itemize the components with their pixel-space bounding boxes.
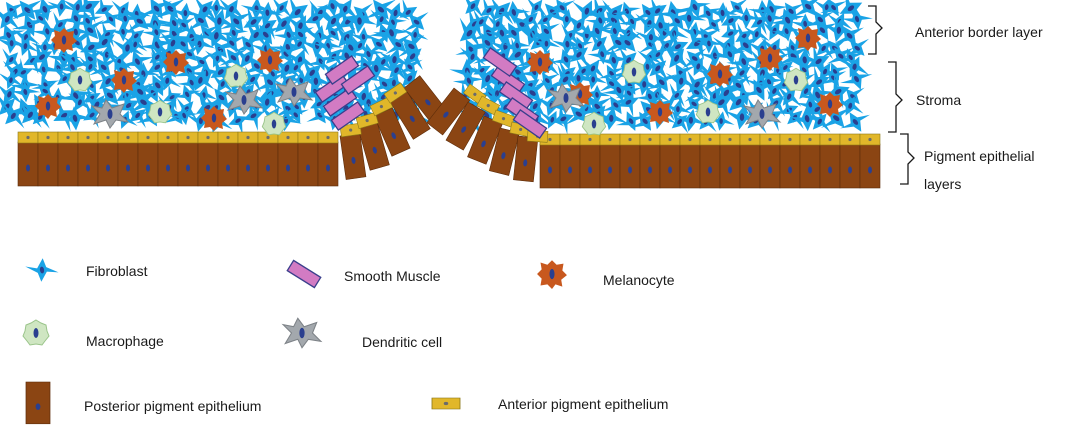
posterior-epithelium-cell — [57, 141, 79, 187]
posterior-epithelium-cell — [317, 141, 339, 187]
posterior-epithelium-cell — [217, 141, 239, 187]
posterior-epithelium-cell — [257, 141, 279, 187]
anterior-epithelium-cell — [659, 133, 681, 146]
anterior-epithelium-cell — [699, 133, 721, 146]
posterior-epithelium-cell — [157, 141, 179, 187]
posterior-epithelium-cell — [619, 143, 641, 189]
posterior-pigment-epithelium-legend-label: Posterior pigment epithelium — [84, 398, 262, 414]
anterior-epithelium-cell — [839, 133, 861, 146]
smooth-muscle-legend-icon — [286, 259, 322, 289]
anterior-epithelium-cell — [97, 131, 119, 144]
anterior-epithelium-cell — [599, 133, 621, 146]
fibroblast-legend-icon — [24, 256, 60, 284]
posterior-epithelium-cell — [117, 141, 139, 187]
right-iris-tissue — [426, 0, 881, 189]
anterior-epithelium-cell — [679, 133, 701, 146]
melanocyte-cell — [51, 28, 77, 53]
fibroblast-legend-label: Fibroblast — [86, 263, 148, 279]
anterior-epithelium-cell — [619, 133, 641, 146]
anterior-epithelium-cell — [759, 133, 781, 146]
anterior-epithelium-cell — [559, 133, 581, 146]
posterior-epithelium-cell — [579, 143, 601, 189]
melanocyte-legend-label: Melanocyte — [603, 272, 675, 288]
posterior-epithelium-cell — [799, 143, 821, 189]
dendritic-cell-legend-label: Dendritic cell — [362, 334, 443, 350]
pigment-epithelial-label-line1: Pigment epithelial — [924, 148, 1035, 164]
posterior-epithelium-cell — [859, 143, 881, 189]
anterior-epithelium-cell — [297, 131, 319, 144]
posterior-epithelium-cell — [719, 143, 741, 189]
anterior-epithelium-cell — [739, 133, 761, 146]
posterior-epithelium-cell — [779, 143, 801, 189]
anterior-border-brace — [868, 5, 883, 55]
melanocyte-legend-icon — [537, 260, 567, 289]
anterior-epithelium-cell — [859, 133, 881, 146]
anterior-epithelium-cell — [819, 133, 841, 146]
posterior-epithelium-cell — [197, 141, 219, 187]
anterior-epithelium-cell — [197, 131, 219, 144]
macrophage-legend-label: Macrophage — [86, 333, 164, 349]
anterior-epithelium-cell — [77, 131, 99, 144]
anterior-epithelium-cell — [799, 133, 821, 146]
posterior-epithelium-cell — [297, 141, 319, 187]
posterior-epithelium-cell — [277, 141, 299, 187]
anterior-pigment-epithelium-legend-label: Anterior pigment epithelium — [498, 396, 669, 412]
posterior-epithelium-cell — [699, 143, 721, 189]
anterior-pigment-epithelium-legend-icon — [431, 397, 461, 410]
anterior-border-layer-label: Anterior border layer — [915, 24, 1043, 40]
anterior-epithelium-cell — [157, 131, 179, 144]
left-iris-tissue — [0, 0, 448, 187]
posterior-pigment-epithelium-legend-icon — [25, 381, 51, 425]
anterior-epithelium-cell — [719, 133, 741, 146]
posterior-epithelium-cell — [77, 141, 99, 187]
posterior-epithelium-cell — [639, 143, 661, 189]
anterior-epithelium-cell — [17, 131, 39, 144]
anterior-epithelium-cell — [217, 131, 239, 144]
posterior-epithelium-cell — [559, 143, 581, 189]
anterior-epithelium-cell — [779, 133, 801, 146]
stroma-brace — [888, 61, 903, 133]
anterior-epithelium-cell — [177, 131, 199, 144]
macrophage-legend-icon — [22, 319, 50, 346]
posterior-epithelium-cell — [512, 135, 539, 183]
posterior-epithelium-cell — [37, 141, 59, 187]
posterior-epithelium-cell — [177, 141, 199, 187]
stroma-label: Stroma — [916, 92, 962, 108]
anterior-epithelium-cell — [237, 131, 259, 144]
posterior-epithelium-cell — [739, 143, 761, 189]
anterior-epithelium-cell — [579, 133, 601, 146]
dendritic-cell-legend-icon — [282, 317, 322, 349]
posterior-epithelium-cell — [97, 141, 119, 187]
smooth-muscle-legend-label: Smooth Muscle — [344, 268, 441, 284]
melanocyte-cell — [35, 94, 61, 119]
anterior-epithelium-cell — [317, 131, 339, 144]
melanocyte-cell — [201, 106, 227, 131]
posterior-epithelium-cell — [237, 141, 259, 187]
melanocyte-cell — [527, 50, 553, 75]
melanocyte-cell — [257, 48, 283, 73]
posterior-epithelium-cell — [819, 143, 841, 189]
posterior-epithelium-cell — [759, 143, 781, 189]
anterior-epithelium-cell — [57, 131, 79, 144]
anterior-epithelium-cell — [277, 131, 299, 144]
posterior-epithelium-cell — [839, 143, 861, 189]
macrophage-cell — [261, 111, 287, 136]
melanocyte-cell — [795, 26, 821, 51]
pigment-epithelial-label-line2: layers — [924, 176, 962, 192]
posterior-epithelium-cell — [17, 141, 39, 187]
posterior-epithelium-cell — [137, 141, 159, 187]
anterior-epithelium-cell — [137, 131, 159, 144]
posterior-epithelium-cell — [599, 143, 621, 189]
posterior-epithelium-cell — [539, 143, 561, 189]
anterior-epithelium-cell — [37, 131, 59, 144]
anterior-epithelium-cell — [117, 131, 139, 144]
anterior-epithelium-cell — [639, 133, 661, 146]
posterior-epithelium-cell — [679, 143, 701, 189]
posterior-epithelium-cell — [659, 143, 681, 189]
pigment-epithelial-brace — [900, 133, 915, 185]
